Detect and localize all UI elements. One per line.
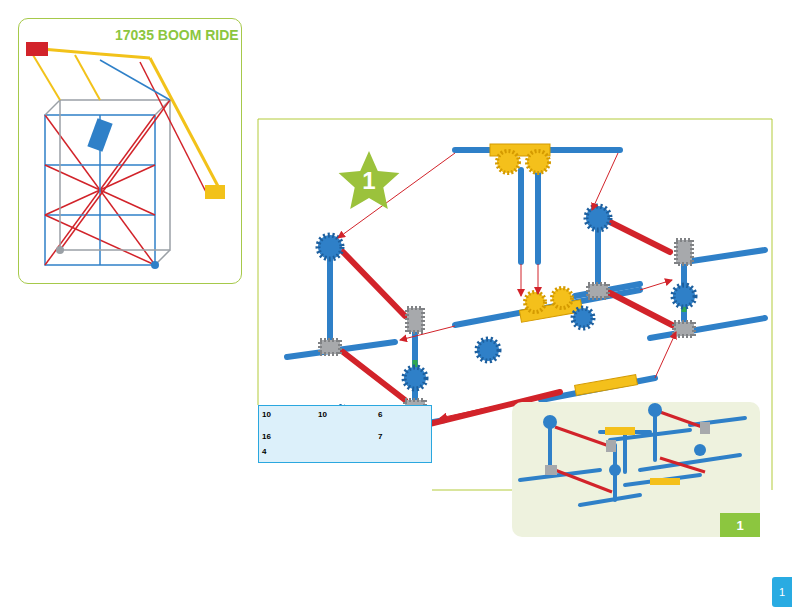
part-count: 7 xyxy=(378,432,382,442)
step-number: 1 xyxy=(779,586,785,598)
step-star: 1 xyxy=(337,149,401,213)
model-thumbnail xyxy=(26,42,225,269)
title-box: 17035 BOOM RIDE xyxy=(18,18,242,284)
step-tag: 1 xyxy=(720,513,760,537)
part-count: 10 xyxy=(262,410,271,420)
part-count: 4 xyxy=(262,447,266,457)
assembly-drawing xyxy=(287,144,765,433)
part-count: 16 xyxy=(262,432,271,442)
page-number: 1 xyxy=(772,577,792,607)
step-number: 1 xyxy=(736,518,743,533)
result-inset xyxy=(512,402,760,537)
parts-list: 10 10 6 16 7 4 xyxy=(258,405,432,463)
part-count: 6 xyxy=(378,410,382,420)
title-text: 17035 BOOM RIDE xyxy=(115,27,239,43)
step-number: 1 xyxy=(362,167,375,195)
part-count: 10 xyxy=(318,410,327,420)
